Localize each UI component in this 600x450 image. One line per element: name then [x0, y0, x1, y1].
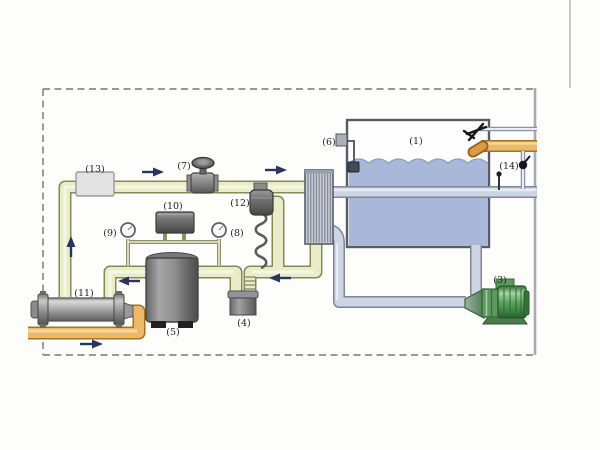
sight-glass: [75, 171, 115, 197]
pressure-gauge-low: [120, 222, 136, 238]
label-tank: (1): [409, 136, 422, 147]
label-float-switch: (6): [322, 137, 335, 148]
flow-arrows: [66, 165, 291, 349]
filter-drier: [249, 182, 274, 216]
component-labels: (1) (3) (4) (5) (6) (7) (8) (9) (10) (11…: [74, 136, 519, 338]
dashed-frame: [42, 0, 571, 356]
float-rod: [347, 140, 355, 164]
spray-nozzle-icon: [462, 122, 488, 142]
small-lines: [480, 126, 537, 189]
label-control-box: (10): [163, 201, 183, 212]
capillary-coil: [254, 211, 268, 270]
label-compressor: (5): [166, 327, 179, 338]
compressor: [145, 252, 199, 328]
flow-arrow-icon-right-1: [142, 167, 164, 177]
label-gauge-left: (9): [103, 228, 116, 239]
pressure-gauge-high: [211, 222, 227, 238]
shutoff-valve: [186, 156, 219, 194]
flow-arrow-icon-left-1: [118, 276, 140, 286]
label-valve: (7): [177, 161, 190, 172]
control-box: [155, 211, 195, 234]
level-switch-box: [335, 133, 348, 147]
label-pump: (3): [493, 275, 506, 286]
shell-tube-condenser: [30, 291, 134, 328]
flow-arrow-icon-left-2: [269, 273, 291, 283]
label-tap-valve: (14): [499, 161, 519, 172]
label-filter-drier: (12): [230, 198, 250, 209]
flow-arrow-icon-right-3: [80, 339, 103, 349]
float-switch-icon: [347, 161, 360, 173]
thermometer-pin-icon: [496, 171, 502, 190]
label-sight-glass: (13): [85, 164, 105, 175]
water-pump: [464, 278, 530, 325]
tank-water: [349, 159, 488, 246]
suction-accumulator: [227, 276, 259, 316]
label-accumulator: (4): [237, 318, 250, 329]
finned-evaporator: [304, 169, 334, 245]
flow-arrow-icon-right-2: [265, 165, 287, 175]
label-gauge-right: (8): [230, 228, 243, 239]
label-condenser: (11): [74, 288, 94, 299]
tap-valve-icon: [518, 155, 531, 170]
flow-arrow-icon-up: [66, 236, 76, 257]
water-tank: [335, 118, 491, 249]
